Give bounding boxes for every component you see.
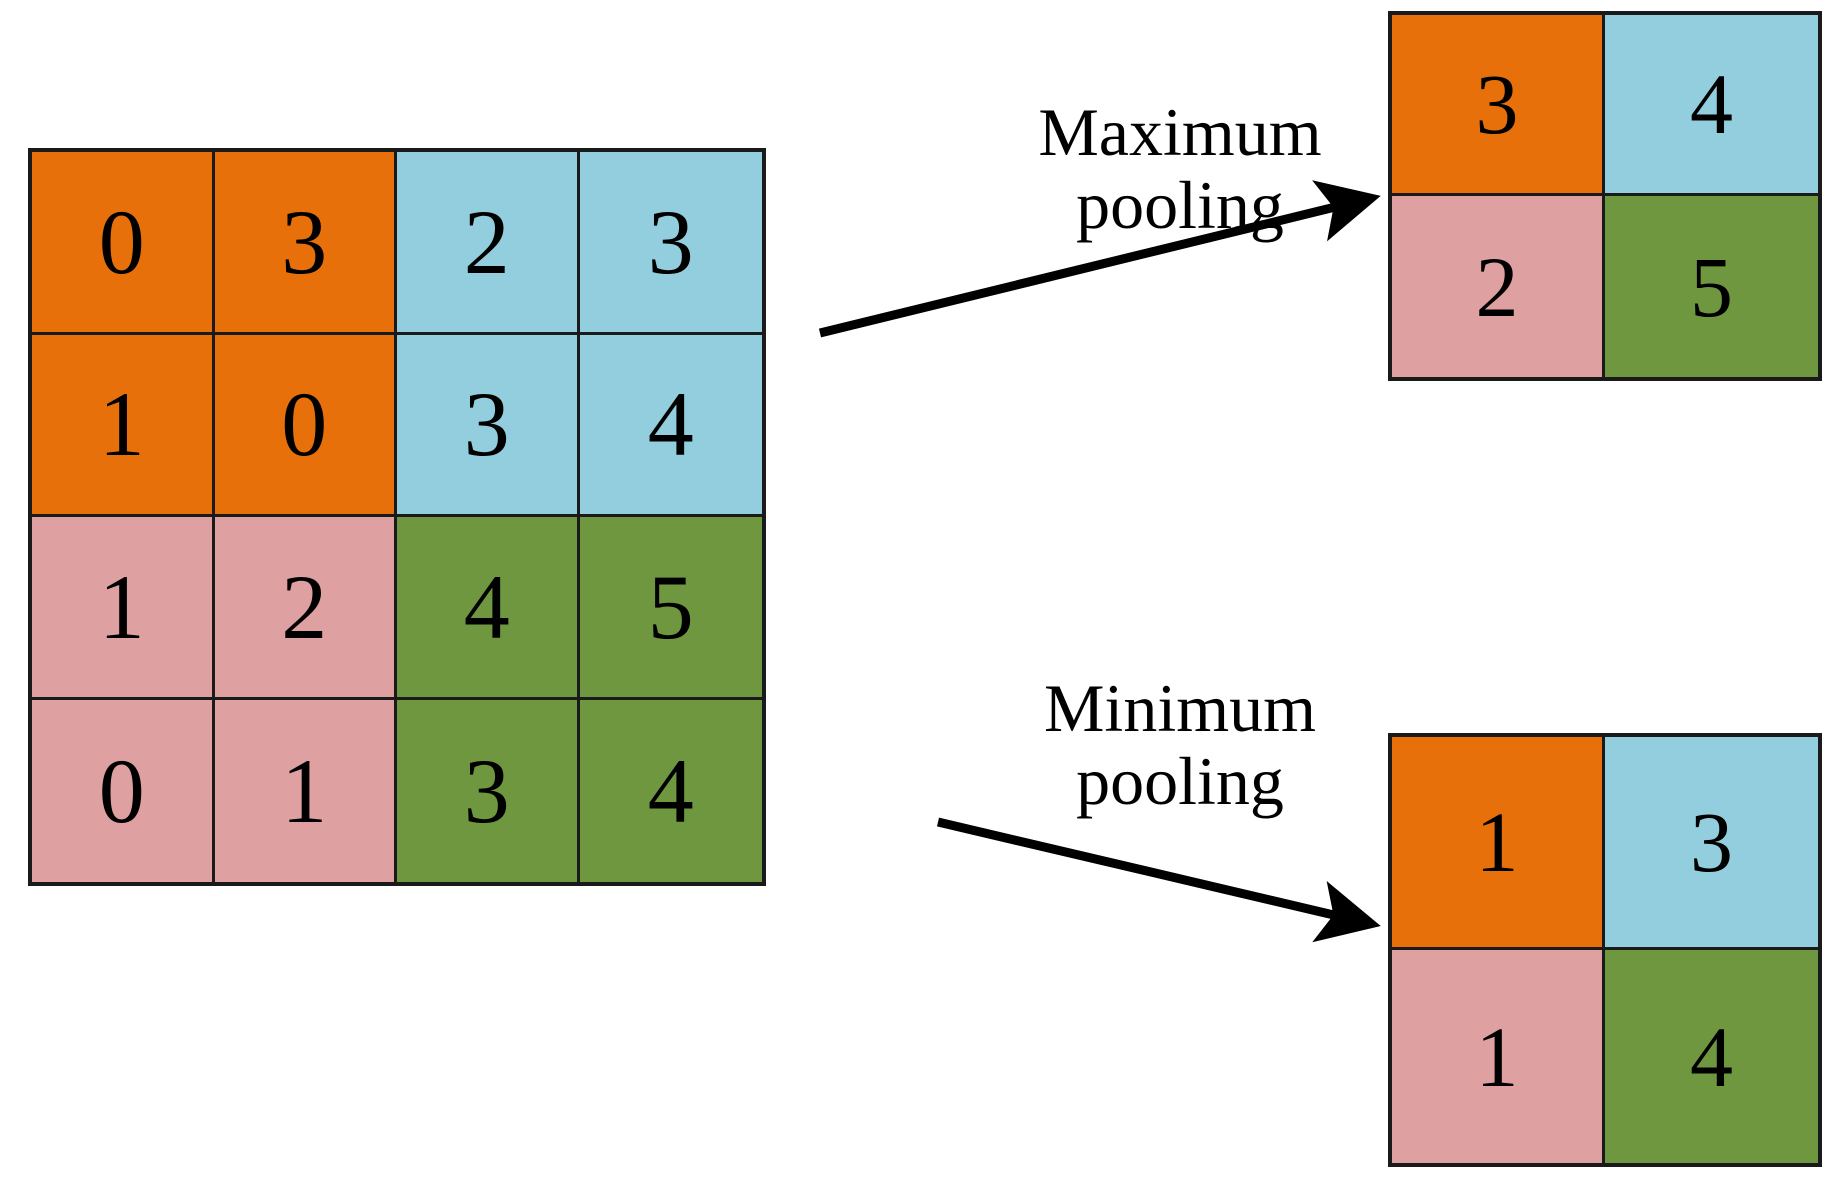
max-output-cell: 2	[1392, 196, 1605, 377]
input-grid-cell: 0	[32, 699, 215, 882]
minimum-pooling-label: Minimum pooling	[1010, 670, 1350, 820]
input-grid-cell: 3	[579, 152, 762, 335]
min-output-cell: 3	[1605, 737, 1818, 950]
input-grid-cell: 2	[214, 517, 397, 700]
max-output-cell: 3	[1392, 15, 1605, 196]
max-output-cell: 5	[1605, 196, 1818, 377]
minimum-pooling-label-line2: pooling	[1076, 743, 1284, 820]
input-grid-cell: 4	[579, 334, 762, 517]
min-output-cell: 1	[1392, 737, 1605, 950]
input-grid-cell: 4	[397, 517, 580, 700]
input-grid-cell: 0	[214, 334, 397, 517]
input-grid-cell: 3	[397, 334, 580, 517]
maximum-pooling-label-line2: pooling	[1076, 167, 1284, 244]
input-grid-cell: 3	[397, 699, 580, 882]
input-grid-cell: 3	[214, 152, 397, 335]
input-grid-cell: 1	[214, 699, 397, 882]
maximum-pooling-label-line1: Maximum	[1038, 94, 1322, 170]
maximum-pooling-label: Maximum pooling	[1010, 94, 1350, 244]
minimum-pooling-arrow	[936, 817, 1381, 943]
input-grid-cell: 1	[32, 334, 215, 517]
input-grid-cell: 2	[397, 152, 580, 335]
input-grid-cell: 5	[579, 517, 762, 700]
minimum-pooling-label-line1: Minimum	[1043, 670, 1317, 746]
max-output-cell: 4	[1605, 15, 1818, 196]
input-grid-cell: 4	[579, 699, 762, 882]
input-grid-cell: 1	[32, 517, 215, 700]
input-grid-cell: 0	[32, 152, 215, 335]
min-output-cell: 1	[1392, 950, 1605, 1163]
min-output-cell: 4	[1605, 950, 1818, 1163]
